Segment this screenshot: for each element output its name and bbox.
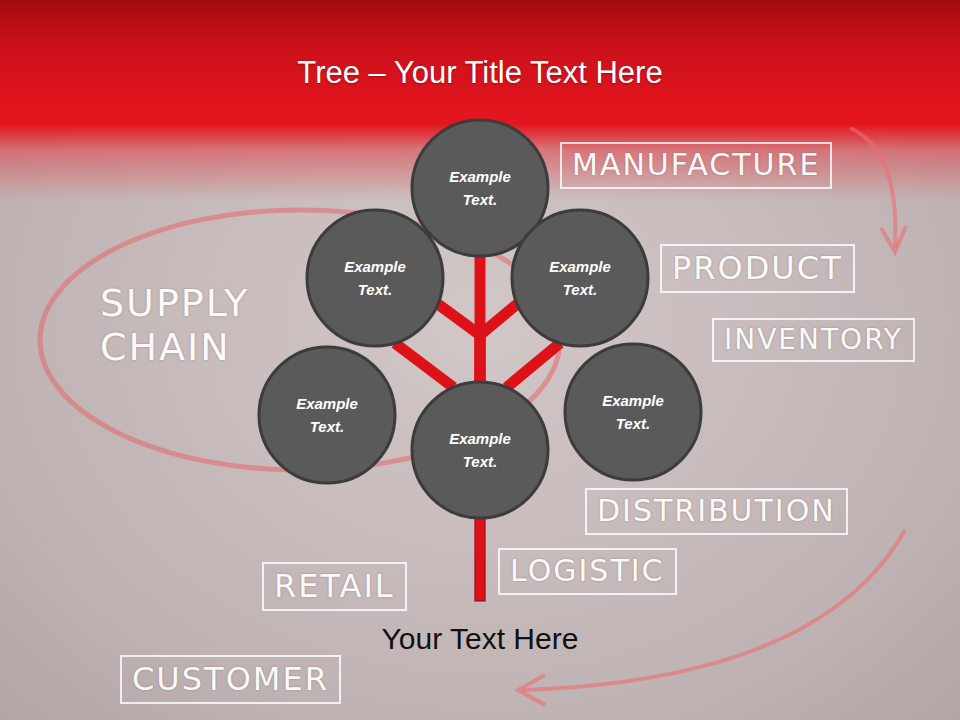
tree-circle: Example Text. xyxy=(410,380,550,520)
node-text-block: Example Text. xyxy=(438,427,522,473)
node-text-block: Example Text. xyxy=(538,255,622,301)
chalk-word: DISTRIBUTION xyxy=(585,488,848,535)
node-text: Example Text. xyxy=(438,427,522,473)
tree-circle: Example Text. xyxy=(563,342,703,482)
circle-outline xyxy=(410,380,550,520)
circle-shape xyxy=(307,210,443,346)
node-text: Example Text. xyxy=(438,165,522,211)
tree-branch xyxy=(438,304,480,382)
node-text-block: Example Text. xyxy=(333,255,417,301)
chalk-arrowhead xyxy=(518,675,545,705)
tree-branch xyxy=(507,343,561,387)
circle-shape xyxy=(565,344,701,480)
circle-shape xyxy=(512,210,648,346)
tree-branch xyxy=(395,343,454,387)
caption-text: Your Text Here xyxy=(382,622,579,656)
chalk-word: PRODUCT xyxy=(660,244,855,293)
circle-shape xyxy=(412,382,548,518)
circle-shape xyxy=(259,347,395,483)
circle-outline xyxy=(563,342,703,482)
chalk-arrowhead xyxy=(881,226,906,252)
node-text: Example Text. xyxy=(285,392,369,438)
chalk-word: MANUFACTURE xyxy=(560,142,832,189)
chalk-word: LOGISTIC xyxy=(498,548,677,595)
tree-branch xyxy=(480,304,517,382)
node-text: Example Text. xyxy=(591,389,675,435)
chalk-word: SUPPLY CHAIN xyxy=(100,282,249,369)
circle-outline xyxy=(257,345,397,485)
slide-title: Tree – Your Title Text Here xyxy=(297,55,662,91)
chalk-word: RETAIL xyxy=(262,562,407,611)
chalk-word: INVENTORY xyxy=(712,318,915,362)
node-text: Example Text. xyxy=(538,255,622,301)
tree-circle: Example Text. xyxy=(305,208,445,348)
chalk-arrow xyxy=(850,128,895,248)
chalk-word: CUSTOMER xyxy=(120,655,341,704)
node-text: Example Text. xyxy=(333,255,417,301)
circle-outline xyxy=(510,208,650,348)
node-text-block: Example Text. xyxy=(285,392,369,438)
tree-circle: Example Text. xyxy=(257,345,397,485)
node-text-block: Example Text. xyxy=(591,389,675,435)
node-text-block: Example Text. xyxy=(438,165,522,211)
circle-outline xyxy=(305,208,445,348)
tree-circle: Example Text. xyxy=(510,208,650,348)
